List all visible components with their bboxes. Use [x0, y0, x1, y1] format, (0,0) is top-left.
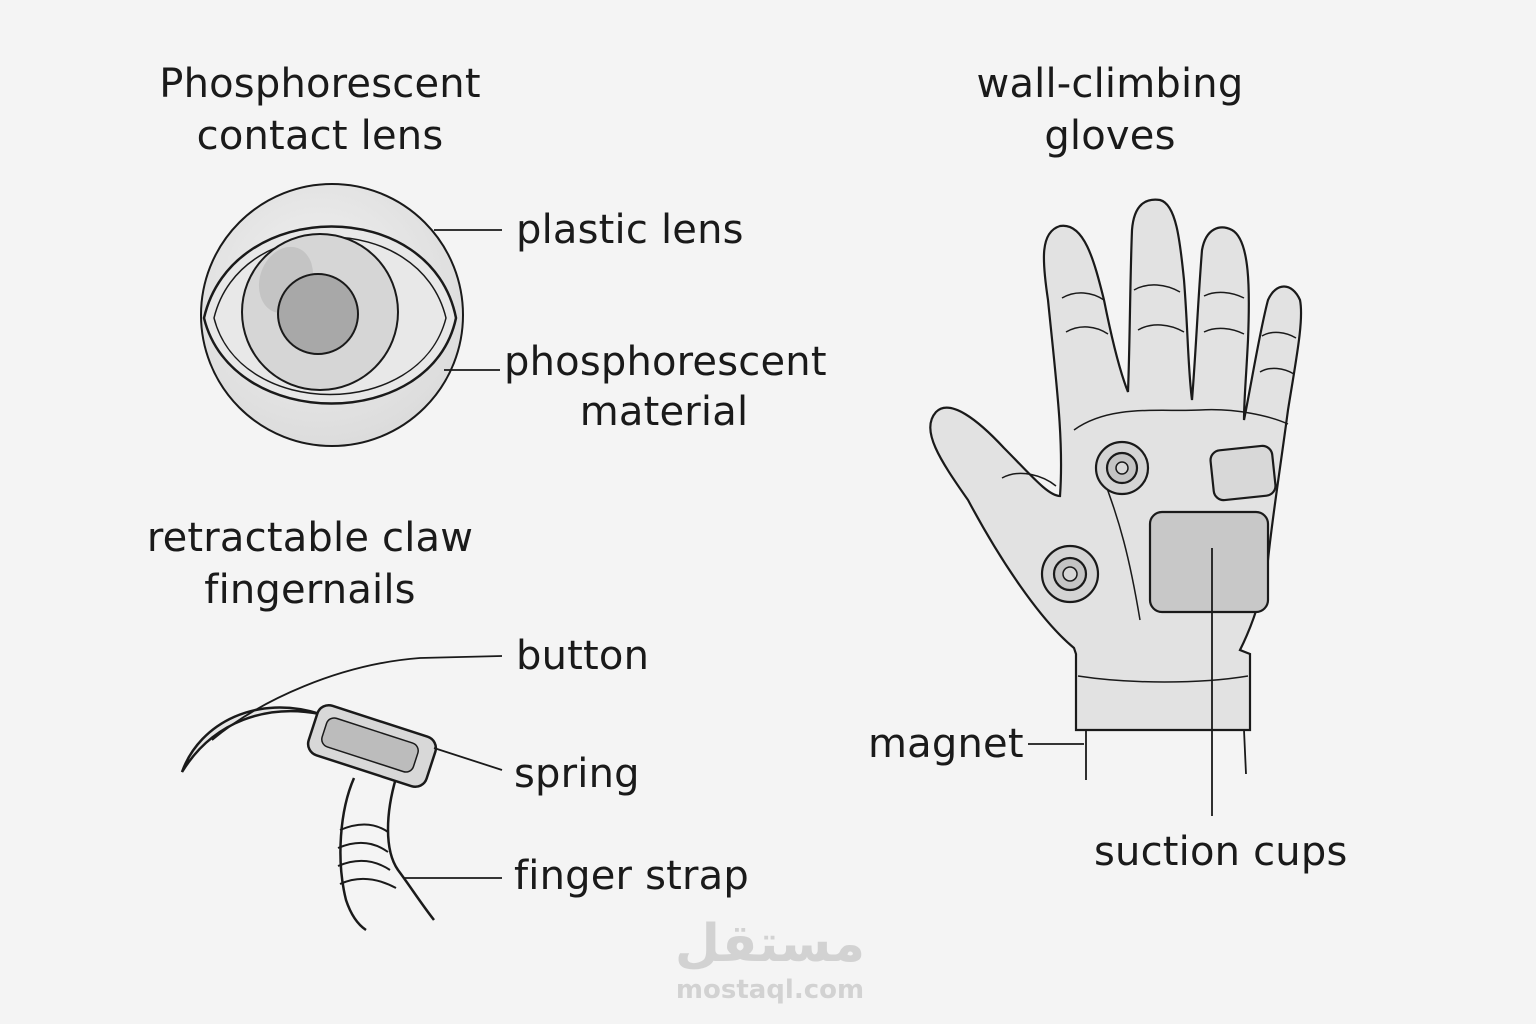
label-finger-strap: finger strap — [514, 853, 749, 899]
watermark-arabic: مستقل — [674, 914, 866, 974]
claw-title-line-1: retractable claw — [146, 515, 474, 561]
gloves-title-line-1: wall-climbing — [976, 61, 1244, 107]
claw-title-line-2: fingernails — [204, 567, 416, 613]
claw-blade — [180, 706, 321, 773]
contact-lens-title-line-2: contact lens — [196, 113, 444, 159]
suction-cup-2 — [1040, 544, 1100, 604]
label-spring: spring — [514, 751, 640, 797]
leader-button — [211, 655, 503, 741]
watermark-latin: mostaql.com — [675, 975, 865, 1005]
label-plastic-lens: plastic lens — [516, 207, 744, 253]
claw-illustration — [180, 655, 503, 932]
leader-spring — [433, 747, 503, 771]
magnet-pad — [1148, 510, 1270, 614]
label-magnet: magnet — [868, 721, 1024, 767]
finger-strap — [339, 777, 435, 932]
glove-illustration — [929, 198, 1303, 816]
label-button: button — [516, 633, 650, 679]
suction-cup-1 — [1094, 440, 1150, 496]
contact-lens-illustration — [200, 183, 502, 447]
spring-coil — [337, 823, 397, 889]
wrist — [1085, 729, 1247, 780]
contact-lens-title-line-1: Phosphorescent — [159, 61, 481, 107]
label-suction-cups: suction cups — [1094, 829, 1348, 875]
gloves-title-line-2: gloves — [1044, 113, 1176, 159]
label-phosphorescent-material-line-1: phosphorescent — [504, 339, 827, 385]
button-inner — [321, 717, 419, 773]
pupil — [277, 273, 359, 355]
label-phosphorescent-material-line-2: material — [579, 389, 749, 435]
small-pad — [1209, 444, 1277, 502]
glove-cuff-line — [1077, 675, 1249, 683]
finger-creases — [1001, 284, 1297, 621]
